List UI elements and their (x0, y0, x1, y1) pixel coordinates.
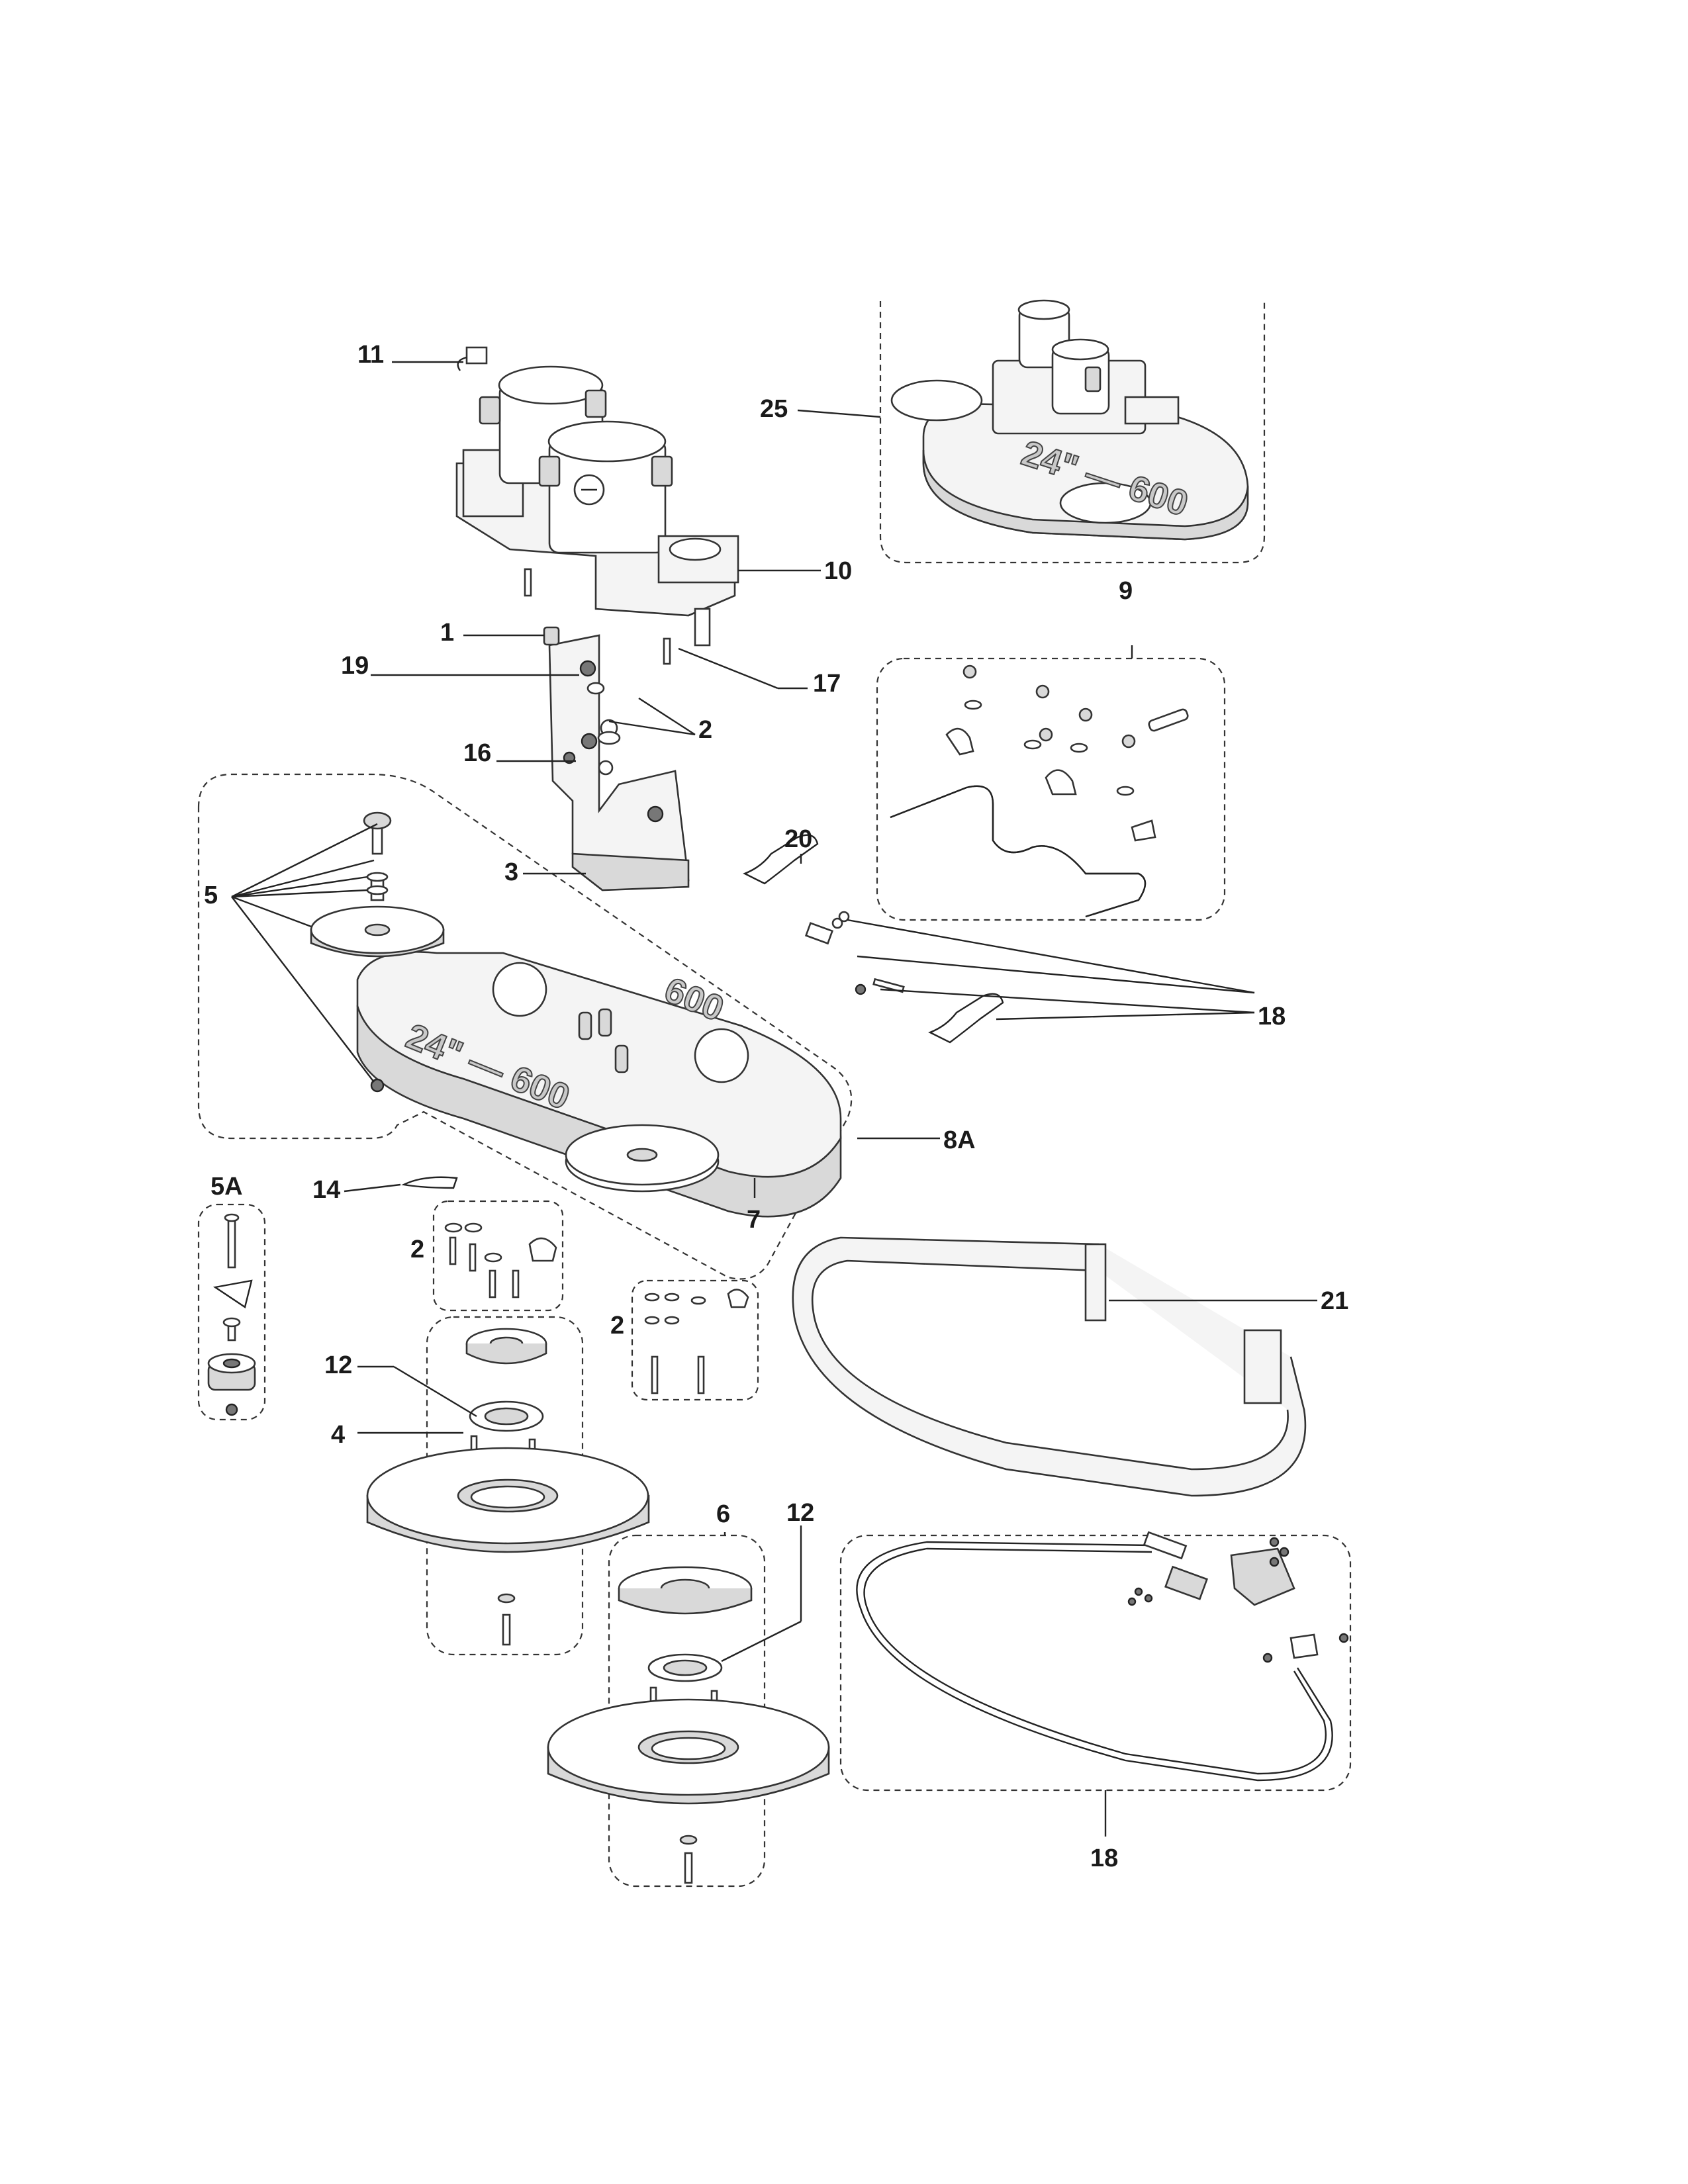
callout-12-right: 12 (786, 1499, 814, 1527)
callout-12-left: 12 (324, 1351, 352, 1379)
callout-14: 14 (312, 1176, 340, 1204)
group-outline-2-left (432, 1200, 564, 1312)
callout-5: 5 (204, 882, 218, 909)
callout-21: 21 (1321, 1287, 1348, 1315)
callout-20: 20 (784, 825, 812, 853)
callout-2-left: 2 (410, 1236, 424, 1263)
hose-clamp-kit (890, 664, 1189, 918)
group-outline-25 (879, 301, 1266, 564)
callout-7: 7 (747, 1206, 761, 1234)
callout-18-top: 18 (1258, 1003, 1286, 1030)
hardware-kit-2 (444, 1222, 749, 1394)
pad-driver-4 (366, 1328, 650, 1646)
callout-25: 25 (760, 395, 788, 423)
callout-3: 3 (504, 858, 518, 886)
callout-11: 11 (357, 341, 384, 369)
group-outline-2-right (631, 1279, 759, 1401)
group-outline-18-bottom (839, 1534, 1352, 1792)
small-parts (401, 346, 1004, 1189)
skirt-band (792, 1236, 1307, 1497)
callout-6: 6 (716, 1500, 730, 1528)
callout-9: 9 (1119, 577, 1133, 605)
group-outline-5-8a (197, 773, 853, 1280)
callout-2-bracket: 2 (698, 716, 712, 744)
motor-gearbox-assembly (455, 365, 739, 665)
part-5a-stack (207, 1213, 256, 1416)
callout-2-right: 2 (610, 1312, 624, 1340)
callout-labels: 11 25 10 1 19 17 9 2 16 20 3 5 18 8A 5A … (204, 341, 1348, 1872)
group-outline-5a (197, 1203, 266, 1421)
callout-18-bottom: 18 (1090, 1844, 1118, 1872)
pad-driver-6 (547, 1566, 830, 1884)
group-outline-9 (876, 657, 1226, 921)
complete-machine-assembly: 24" — 600 (890, 299, 1249, 541)
callout-19: 19 (341, 652, 369, 680)
callout-17: 17 (813, 670, 841, 698)
callout-8a: 8A (943, 1126, 976, 1154)
callout-10: 10 (824, 557, 852, 585)
belt-hardware-18 (856, 1531, 1349, 1782)
callout-5a: 5A (211, 1173, 243, 1201)
callout-1: 1 (440, 619, 454, 647)
leader-lines (231, 361, 1317, 1837)
callout-4: 4 (331, 1421, 345, 1449)
callout-16: 16 (463, 739, 491, 767)
mounting-bracket (543, 626, 690, 891)
main-plate: 600 24" — 600 (356, 951, 842, 1218)
